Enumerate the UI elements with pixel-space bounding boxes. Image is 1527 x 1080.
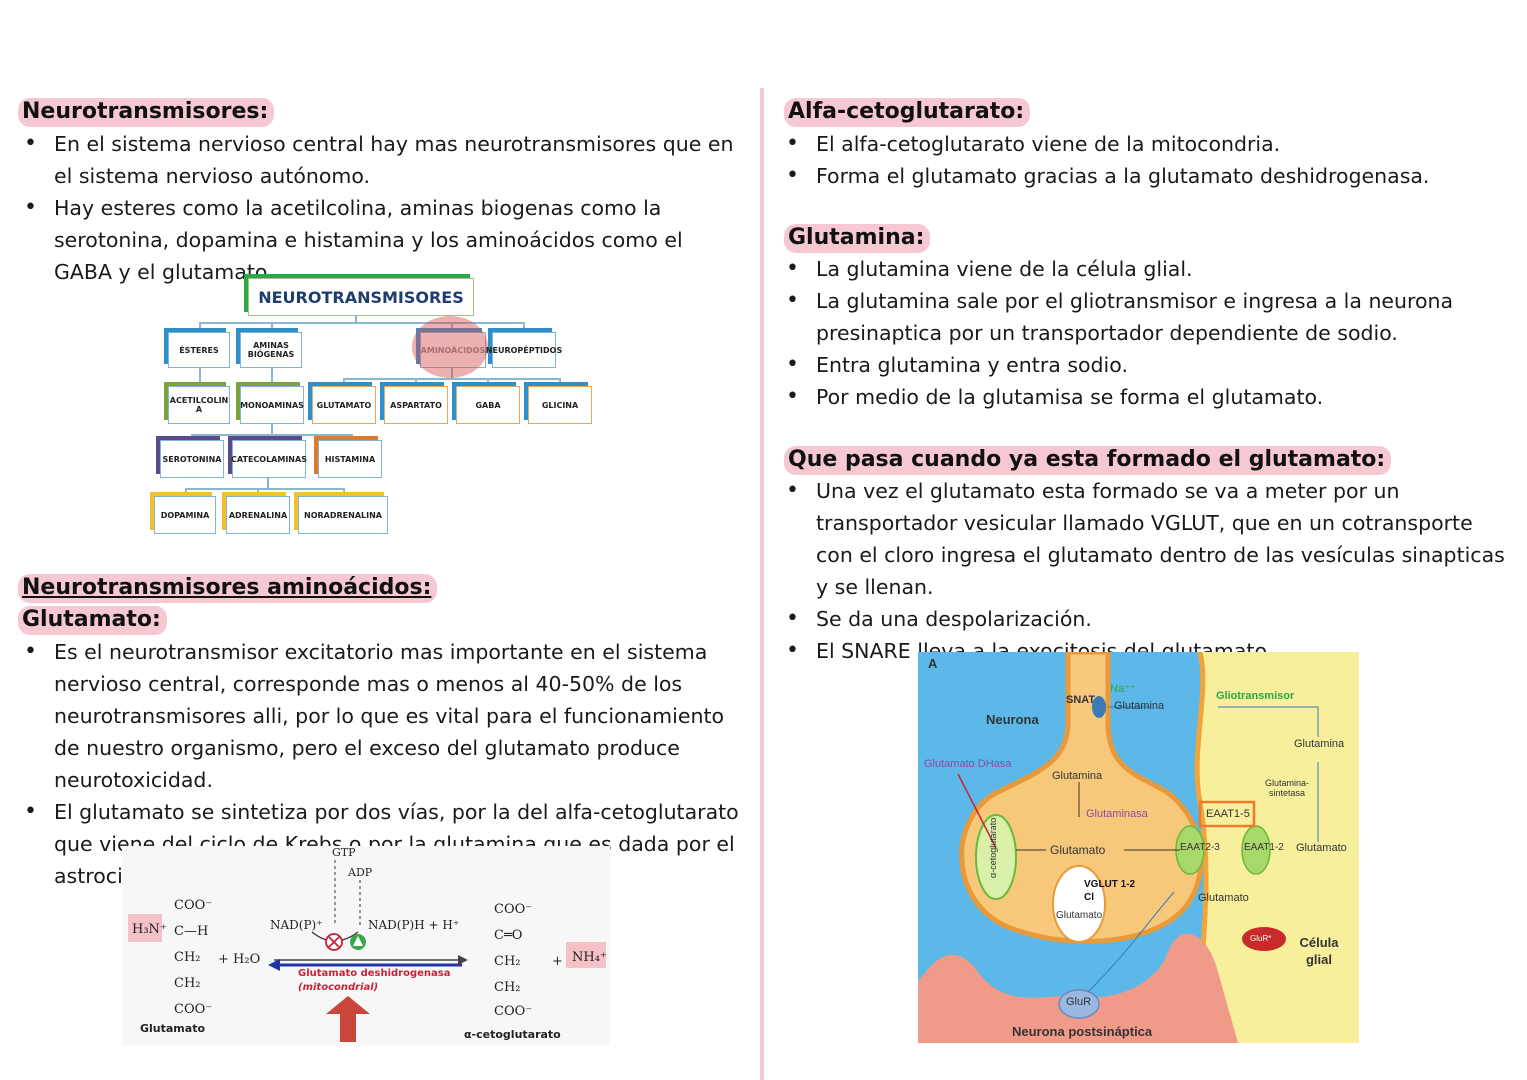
list-item: La glutamina viene de la célula glial. xyxy=(782,253,1512,285)
glutamato-center-label: Glutamato xyxy=(1050,843,1106,857)
gliotransmisor-label: Gliotransmisor xyxy=(1216,690,1295,702)
celula-glial-label: Célula glial xyxy=(1299,935,1339,967)
tree-node-glicina: GLICINA xyxy=(528,386,592,424)
co-label: C═O xyxy=(494,928,523,943)
glutamato-heading: Glutamato: xyxy=(18,606,167,635)
tree-node-dopamina: DOPAMINA xyxy=(154,496,216,534)
neurona-label: Neurona xyxy=(986,712,1039,727)
eaat15-label: EAAT1-5 xyxy=(1206,808,1250,820)
tree-node-monoaminas: MONOAMINAS xyxy=(240,386,304,424)
sintetasa-label: Glutamina- sintetasa xyxy=(1264,778,1309,798)
ch2-right-2: CH₂ xyxy=(494,980,521,995)
tree-node-gaba: GABA xyxy=(456,386,520,424)
na-label: Na⁺⁺ xyxy=(1110,683,1136,695)
glutamato-label: Glutamato xyxy=(140,1022,206,1035)
akg-label: α-cetoglutarato xyxy=(464,1028,561,1041)
h3n-label: H₃N⁺ xyxy=(132,922,167,937)
snat-label: SNAT xyxy=(1066,694,1096,706)
glutamato-glial-label: Glutamato xyxy=(1296,842,1347,854)
formado-heading: Que pasa cuando ya esta formado el gluta… xyxy=(784,446,1392,475)
coo-top-right: COO⁻ xyxy=(494,902,533,917)
ch2-label-1: CH₂ xyxy=(174,950,201,965)
tree-node-adrenalina: ADRENALINA xyxy=(226,496,290,534)
tree-node-aminas: AMINAS BIÓGENAS xyxy=(240,332,302,368)
tree-node-aspartato: ASPARTATO xyxy=(384,386,448,424)
list-item: Se da una despolarización. xyxy=(782,603,1512,635)
tree-node-serotonina: SEROTONINA xyxy=(160,440,224,478)
glutamate-dehydrogenase-reaction: H₃N⁺ COO⁻ C—H CH₂ CH₂ COO⁻ Glutamato + H… xyxy=(122,846,610,1046)
plus-label: + xyxy=(552,954,563,969)
ch2-label-2: CH₂ xyxy=(174,976,201,991)
eaat23-label: EAAT2-3 xyxy=(1180,842,1220,853)
postsinaptica-label: Neurona postsináptica xyxy=(1012,1024,1153,1039)
coo-bottom-left: COO⁻ xyxy=(174,1002,213,1017)
list-item: El glutamato se sintetiza por dos vías, … xyxy=(20,796,740,892)
gtp-label: GTP xyxy=(332,846,356,859)
tree-node-esteres: ÉSTERES xyxy=(168,332,230,368)
aminoacidos-heading: Neurotransmisores aminoácidos: xyxy=(18,574,438,603)
glutamina-heading: Glutamina: xyxy=(784,224,931,253)
formado-list: Una vez el glutamato esta formado se va … xyxy=(782,475,1512,667)
tree-node-neuropeptidos: NEUROPÉPTIDOS xyxy=(486,332,562,368)
panel-letter: A xyxy=(928,656,938,671)
neurotransmisores-heading: Neurotransmisores: xyxy=(18,98,275,127)
glutamato-cleft-label: Glutamato xyxy=(1198,892,1249,904)
glutamina-list: La glutamina viene de la célula glial. L… xyxy=(782,253,1512,413)
ch-label: C—H xyxy=(174,924,209,939)
tree-node-glutamato: GLUTAMATO xyxy=(312,386,376,424)
nadp-label: NAD(P)⁺ xyxy=(270,918,323,932)
alfa-list: El alfa-cetoglutarato viene de la mitoco… xyxy=(782,128,1512,192)
list-item: En el sistema nervioso central hay mas n… xyxy=(20,128,740,192)
tree-node-histamina: HISTAMINA xyxy=(318,440,382,478)
alfa-heading: Alfa-cetoglutarato: xyxy=(784,98,1031,127)
glutamato-vesicle-label: Glutamato xyxy=(1056,910,1103,921)
akg-vertical-label: α-cetoglutarato xyxy=(988,817,998,878)
tree-node-aminoacidos: AMINOÁCIDOS xyxy=(420,332,486,368)
glutamina-glial-label: Glutamina xyxy=(1294,738,1345,750)
list-item: Es el neurotransmisor excitatorio mas im… xyxy=(20,636,740,796)
eaat12-label: EAAT1-2 xyxy=(1244,842,1284,853)
ch2-right-1: CH₂ xyxy=(494,954,521,969)
synapse-diagram: A Neurona SNAT Na⁺⁺ Glutamina Gliotransm… xyxy=(918,652,1359,1043)
adp-label: ADP xyxy=(348,866,373,879)
synapse-shapes xyxy=(918,652,1359,1043)
list-item: Hay esteres como la acetilcolina, aminas… xyxy=(20,192,740,288)
glutaminasa-label: Glutaminasa xyxy=(1086,808,1148,820)
water-label: + H₂O xyxy=(218,952,261,967)
glutamato-list: Es el neurotransmisor excitatorio mas im… xyxy=(20,636,740,892)
glur-star-label: GluR* xyxy=(1250,934,1272,943)
tree-root: NEUROTRANSMISORES xyxy=(248,278,474,316)
column-divider xyxy=(760,88,764,1080)
glutamato-dhasa-label: Glutamato DHasa xyxy=(924,758,1012,770)
cl-label: Cl xyxy=(1084,892,1094,903)
list-item: Una vez el glutamato esta formado se va … xyxy=(782,475,1512,603)
tree-node-noradrenalina: NORADRENALINA xyxy=(298,496,388,534)
coo-bottom-right: COO⁻ xyxy=(494,1004,533,1019)
neurotransmisores-list: En el sistema nervioso central hay mas n… xyxy=(20,128,740,288)
glutamina-neuron-label: Glutamina xyxy=(1052,770,1103,782)
list-item: Por medio de la glutamisa se forma el gl… xyxy=(782,381,1512,413)
tree-node-catecolaminas: CATECOLAMINAS xyxy=(231,440,307,478)
glutamina-top-label: Glutamina xyxy=(1114,700,1165,712)
highlight-circle xyxy=(412,316,488,378)
coo-top-left: COO⁻ xyxy=(174,898,213,913)
glur-label: GluR xyxy=(1066,996,1092,1008)
nh4-label: NH₄⁺ xyxy=(572,950,607,965)
list-item: Entra glutamina y entra sodio. xyxy=(782,349,1512,381)
nadph-label: NAD(P)H + H⁺ xyxy=(368,918,460,932)
list-item: Forma el glutamato gracias a la glutamat… xyxy=(782,160,1512,192)
enzyme-sub-label: (mitocondrial) xyxy=(298,982,379,993)
list-item: La glutamina sale por el gliotransmisor … xyxy=(782,285,1512,349)
reaction-arrows xyxy=(268,860,468,1042)
vglut-label: VGLUT 1-2 xyxy=(1084,879,1136,890)
neurotransmitter-tree: NEUROTRANSMISORES ÉSTERES AMINAS BIÓGENA… xyxy=(140,268,600,538)
tree-node-acetilcolina: ACETILCOLIN A xyxy=(168,386,230,424)
list-item: El alfa-cetoglutarato viene de la mitoco… xyxy=(782,128,1512,160)
enzyme-label: Glutamato deshidrogenasa xyxy=(298,968,451,979)
